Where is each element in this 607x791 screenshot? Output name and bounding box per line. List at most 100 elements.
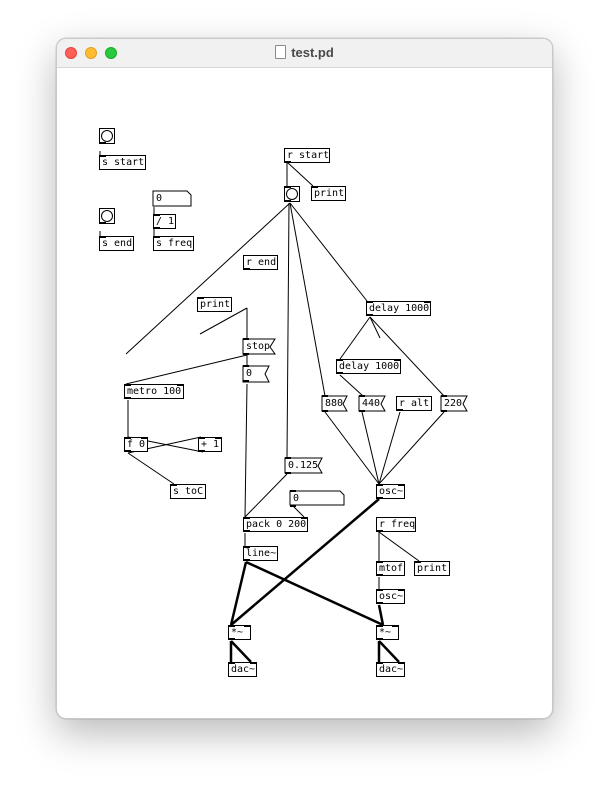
divide-object[interactable]: / 1 [153,214,176,229]
patch-cord[interactable] [286,202,290,459]
patch-cord[interactable] [244,383,248,518]
message-0125-label: 0.125 [285,457,322,474]
message-440-label: 440 [359,395,385,412]
patch-cord[interactable] [369,316,381,339]
receive-end-object[interactable]: r end [243,255,278,270]
signal-cord[interactable] [378,640,400,663]
message-0-label: 0 [243,365,269,382]
message-box-440[interactable] [358,395,386,412]
line-object[interactable]: line~ [243,546,278,561]
window-title-text: test.pd [291,45,334,60]
bang-main[interactable] [284,186,300,202]
object-label: s toC [173,486,204,497]
object-label: r alt [399,398,430,409]
dac-object[interactable]: dac~ [376,662,405,677]
receive-freq-object[interactable]: r freq [376,517,416,532]
object-label: r freq [379,519,416,530]
message-text: 0 [246,368,253,379]
message-text: 0.125 [288,460,319,471]
signal-cord[interactable] [245,560,384,627]
multiply-signal-object[interactable]: *~ [376,625,399,640]
object-label: pack 0 200 [246,519,307,530]
receive-alt-object[interactable]: r alt [396,396,432,411]
send-toC-object[interactable]: s toC [170,484,206,499]
message-stop-label: stop [243,338,275,355]
signal-cord[interactable] [230,498,380,626]
number-box-0[interactable] [152,190,192,207]
patch-cord[interactable] [289,202,326,397]
send-end-object[interactable]: s end [99,236,134,251]
patch-cord[interactable] [199,307,248,335]
send-freq-object[interactable]: s freq [153,236,194,251]
atom-value: 0 [156,193,163,204]
atom-0-label: 0 [290,490,344,507]
message-text: 880 [325,398,344,409]
bang-start[interactable] [99,128,115,144]
object-label: s end [102,238,133,249]
patch-cord[interactable] [378,411,445,485]
print-object[interactable]: print [311,186,346,201]
pd-patch-window: test.pd [56,38,553,719]
object-label: metro 100 [127,386,182,397]
patch-cord[interactable] [378,411,401,485]
zoom-window-button[interactable] [105,47,117,59]
dac-object[interactable]: dac~ [228,662,257,677]
delay-object[interactable]: delay 1000 [366,301,431,316]
object-label: f 0 [127,439,146,450]
float-object[interactable]: f 0 [124,437,148,452]
patch-cord[interactable] [339,374,364,397]
plus-object[interactable]: + 1 [198,437,222,452]
close-window-button[interactable] [65,47,77,59]
patch-canvas[interactable]: s start s end 0 / 1 s freq r start print… [57,68,552,718]
delay-object[interactable]: delay 1000 [336,359,401,374]
window-title: test.pd [57,45,552,60]
document-icon [275,45,287,59]
object-label: dac~ [231,664,256,675]
patch-cord[interactable] [324,411,380,485]
message-box-220[interactable] [440,395,468,412]
message-box-0[interactable] [242,365,270,383]
patch-cord[interactable] [378,531,420,562]
pack-object[interactable]: pack 0 200 [243,517,308,532]
message-box-0125[interactable] [284,457,323,474]
patch-cord[interactable] [125,354,248,385]
message-text: 440 [362,398,381,409]
object-label: r end [246,257,277,268]
signal-cord[interactable] [229,561,248,626]
receive-start-object[interactable]: r start [284,148,330,163]
object-label: s freq [156,238,193,249]
metro-object[interactable]: metro 100 [124,384,184,399]
object-label: print [314,188,345,199]
patch-cord[interactable] [244,473,288,518]
signal-cord[interactable] [230,640,252,663]
print-object[interactable]: print [414,561,450,576]
patch-cord[interactable] [361,411,380,485]
object-label: osc~ [379,591,404,602]
patch-cord[interactable] [289,202,368,302]
patch-cord[interactable] [339,316,371,360]
patch-cord[interactable] [369,316,445,397]
multiply-signal-object[interactable]: *~ [228,625,251,640]
object-label: line~ [246,548,277,559]
patch-cord[interactable] [125,202,291,355]
patch-cord[interactable] [291,504,305,518]
object-label: s start [102,157,145,168]
title-bar: test.pd [57,39,552,68]
object-label: / 1 [156,216,175,227]
message-box-880[interactable] [321,395,348,412]
patch-cord[interactable] [286,161,314,187]
object-label: print [200,299,231,310]
oscillator-object[interactable]: osc~ [376,484,405,499]
object-label: delay 1000 [369,303,430,314]
message-880-label: 880 [322,395,347,412]
bang-end[interactable] [99,208,115,224]
minimize-window-button[interactable] [85,47,97,59]
print-object[interactable]: print [197,297,232,312]
number-box-atom-0[interactable] [289,490,345,506]
message-box-stop[interactable] [242,338,276,355]
patch-cord[interactable] [127,452,175,485]
oscillator-object[interactable]: osc~ [376,589,405,604]
signal-cord[interactable] [377,604,385,626]
mtof-object[interactable]: mtof [376,561,405,576]
send-start-object[interactable]: s start [99,155,146,170]
